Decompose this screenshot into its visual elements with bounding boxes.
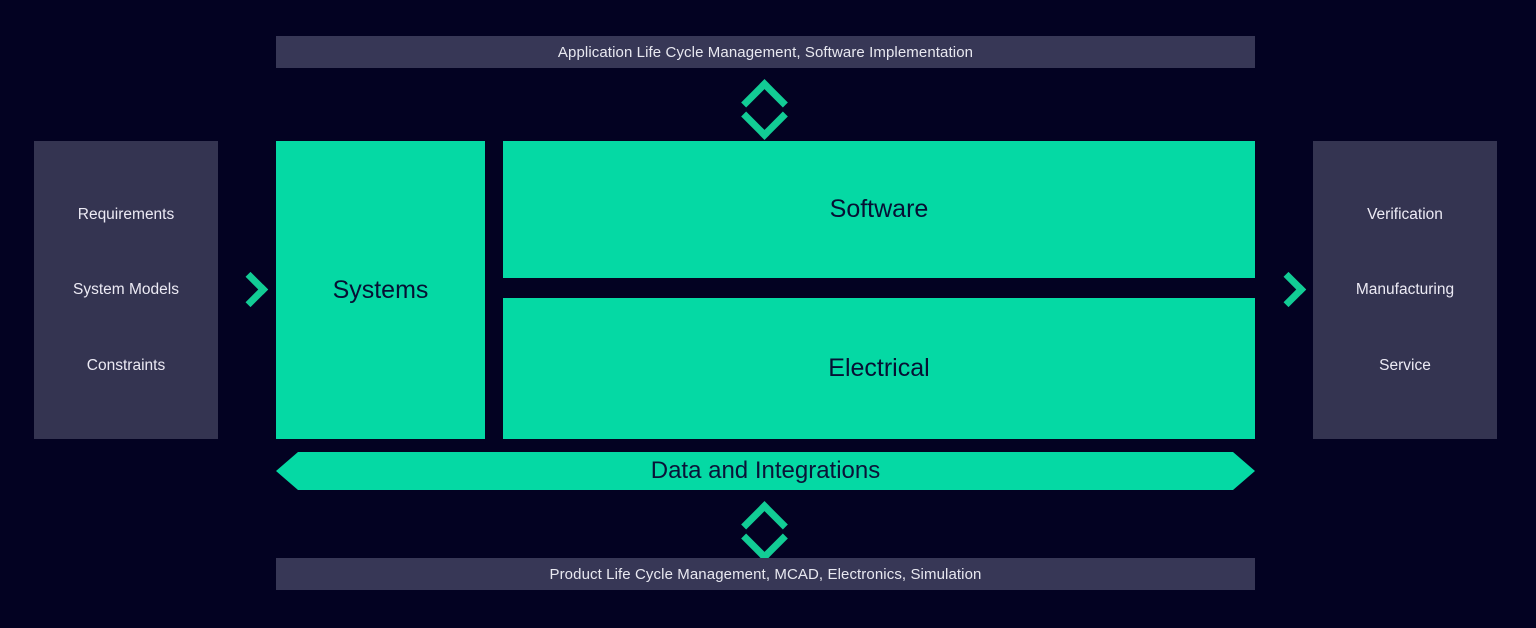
right-panel-item-manufacturing: Manufacturing: [1355, 281, 1455, 299]
diamond-connector-top-icon: [737, 78, 795, 140]
bottom-banner: Product Life Cycle Management, MCAD, Ele…: [276, 558, 1255, 590]
chevron-right-icon-blocks-to-outputs: [1274, 271, 1296, 309]
chevron-right-icon-inputs-to-systems: [236, 271, 258, 309]
block-software: Software: [503, 141, 1255, 278]
right-panel-item-verification: Verification: [1367, 205, 1443, 223]
block-systems: Systems: [276, 141, 485, 439]
left-panel-item-system-models: System Models: [73, 281, 179, 299]
data-and-integrations-bar: Data and Integrations: [276, 452, 1255, 490]
top-banner: Application Life Cycle Management, Softw…: [276, 36, 1255, 68]
block-electrical: Electrical: [503, 298, 1255, 439]
left-panel-item-requirements: Requirements: [77, 205, 175, 223]
left-inputs-panel: Requirements System Models Constraints: [34, 141, 218, 439]
left-panel-item-constraints: Constraints: [86, 356, 166, 374]
right-panel-item-service: Service: [1379, 356, 1431, 374]
right-outputs-panel: Verification Manufacturing Service: [1313, 141, 1497, 439]
diamond-connector-bottom-icon: [737, 500, 795, 562]
